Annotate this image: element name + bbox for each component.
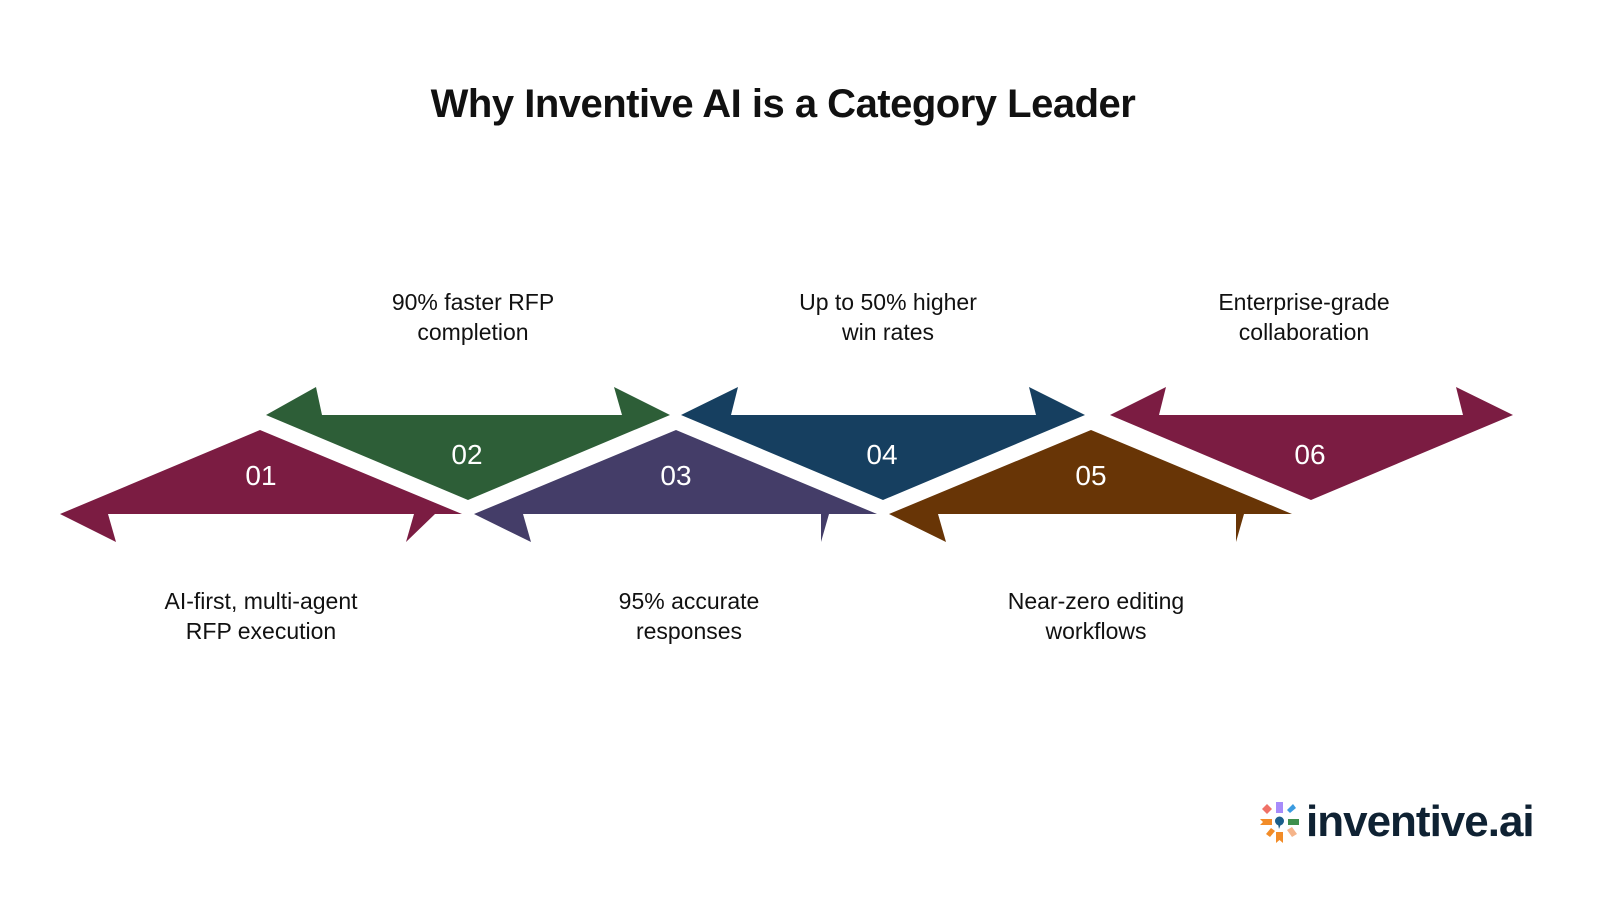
step-01-shape: 01 xyxy=(60,430,462,542)
step-05-shape: 05 xyxy=(889,430,1292,542)
logo-wordmark: inventive.ai xyxy=(1306,797,1535,846)
step-01-label: AI-first, multi-agent RFP execution xyxy=(164,588,358,644)
step-03-shape: 03 xyxy=(474,430,877,542)
step-04-shape: 04 xyxy=(681,387,1085,500)
step-03-label: 95% accurate responses xyxy=(618,588,760,644)
inventive-spark-logo-icon xyxy=(1260,802,1299,843)
inventive-ai-logo: inventive.ai xyxy=(1258,797,1535,846)
step-02-shape: 02 xyxy=(266,387,670,500)
step-04-label: Up to 50% higher win rates xyxy=(799,289,977,345)
step-01-number: 01 xyxy=(245,460,276,491)
step-05-label: Near-zero editing workflows xyxy=(1007,588,1185,644)
step-06-number: 06 xyxy=(1294,439,1325,470)
step-05-number: 05 xyxy=(1075,460,1106,491)
page-title: Why Inventive AI is a Category Leader xyxy=(430,82,1136,126)
step-03-number: 03 xyxy=(660,460,691,491)
step-06-label: Enterprise-grade collaboration xyxy=(1218,289,1390,345)
step-02-number: 02 xyxy=(451,439,482,470)
step-04-number: 04 xyxy=(866,439,897,470)
step-06-shape: 06 xyxy=(1110,387,1513,500)
step-02-label: 90% faster RFP completion xyxy=(391,289,555,345)
